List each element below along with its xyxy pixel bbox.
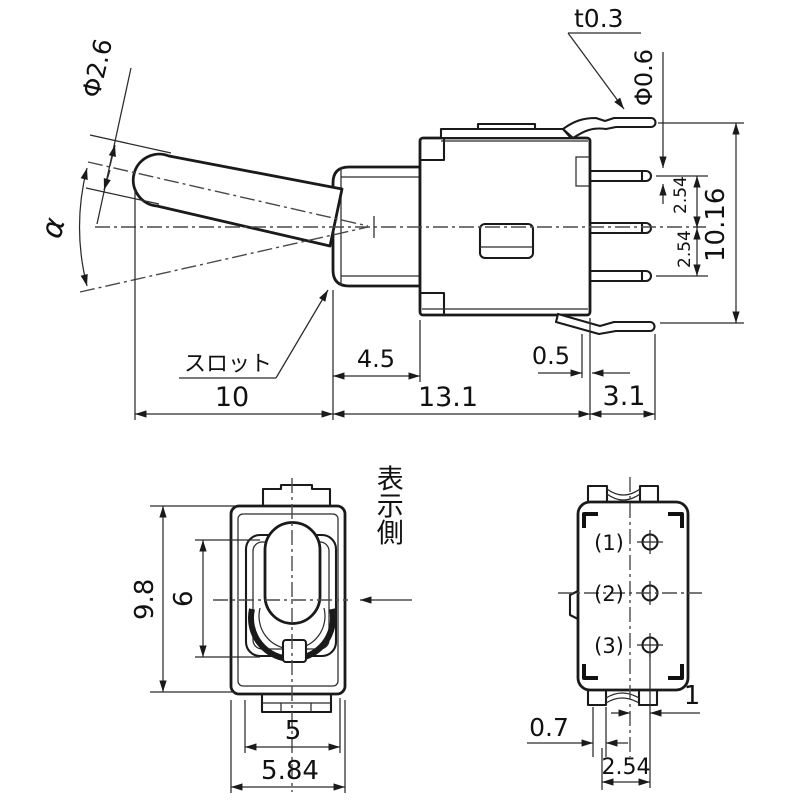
dim-throw-angle: α xyxy=(34,214,73,242)
top-plate xyxy=(439,127,573,140)
dim-lever-diameter: Φ2.6 xyxy=(77,36,119,100)
dim-tab-width: 5 xyxy=(285,716,302,746)
body-top-notch xyxy=(418,136,446,162)
dim-opening-length: 6 xyxy=(169,590,199,607)
bushing-inner-lines xyxy=(341,176,420,277)
bottom-view-dimensions: (1) (2) (3) 1 0.7 2.54 xyxy=(527,531,700,790)
terminal-bent-top xyxy=(561,116,657,140)
side-view: α Φ2.6 t0.3 Φ0.6 10.16 2.54 2.54 スロット xyxy=(34,4,744,420)
dim-setback: 0.5 xyxy=(532,342,570,370)
bottom-view: (1) (2) (3) 1 0.7 2.54 xyxy=(527,477,702,790)
top-view-keyway xyxy=(281,638,308,664)
bottom-view-side-notch xyxy=(568,589,580,621)
bottom-extension-lines xyxy=(134,190,656,420)
terminal-holes xyxy=(637,530,663,657)
terminal-label-3: (3) xyxy=(594,634,624,658)
side-view-centerlines xyxy=(79,161,706,293)
terminal-thickness-leader xyxy=(567,32,625,110)
dim-terminal-thickness: t0.3 xyxy=(574,4,624,33)
body-right-step xyxy=(575,156,590,187)
dim-pitch-upper: 2.54 xyxy=(671,176,691,214)
top-view-lower-tab-lines xyxy=(262,702,331,712)
dim-body-length: 13.1 xyxy=(418,382,478,413)
bottom-view-centerlines xyxy=(558,477,702,757)
body-center-detail xyxy=(478,222,535,260)
side-view-geometry xyxy=(131,116,657,336)
dim-pitch-lower: 2.54 xyxy=(675,230,695,268)
dim-terminal-diameter: Φ0.6 xyxy=(630,49,658,106)
slot-leader xyxy=(275,289,329,379)
top-view: 表示側 9.8 6 5 5.84 xyxy=(130,464,412,793)
bottom-view-top-bridge xyxy=(606,488,641,501)
dim-terminal-span: 10.16 xyxy=(701,188,731,262)
bottom-view-tab-top-left xyxy=(586,484,609,504)
body-bottom-notch xyxy=(418,291,446,317)
dim-body-width: 5.84 xyxy=(261,756,319,786)
bottom-view-extension-lines xyxy=(592,654,651,790)
top-view-upper-tab xyxy=(261,483,332,508)
lever-axis-line xyxy=(87,161,369,227)
lever-diameter-extension-lines xyxy=(85,134,172,205)
dim-terminal-length: 3.1 xyxy=(603,381,646,412)
lever-outline xyxy=(131,152,344,248)
dim-bushing-length: 4.5 xyxy=(357,345,395,373)
terminal-label-2: (2) xyxy=(594,582,624,606)
bottom-view-body xyxy=(576,500,690,692)
slot-label: スロット xyxy=(184,352,272,377)
top-view-bottom-extension-lines xyxy=(230,698,346,793)
lever-diameter-arrow-down xyxy=(103,169,111,191)
terminal-label-1: (1) xyxy=(594,531,624,555)
display-side-label: 表示側 xyxy=(372,464,404,545)
top-view-dimensions: 表示側 9.8 6 5 5.84 xyxy=(130,464,412,793)
top-view-geometry xyxy=(229,483,347,714)
bottom-view-corner-braces xyxy=(582,512,684,680)
side-view-dimensions: α Φ2.6 t0.3 Φ0.6 10.16 2.54 2.54 スロット xyxy=(34,4,744,420)
dim-top-body-length: 9.8 xyxy=(130,579,160,620)
lever-lower-axis-line xyxy=(79,226,369,293)
bottom-view-tab-bottom-left xyxy=(586,688,608,707)
terminal-bent-bottom xyxy=(554,312,656,336)
right-extension-lines xyxy=(656,122,744,324)
angle-arc xyxy=(78,167,88,287)
bottom-view-tab-top-right xyxy=(638,484,660,504)
terminal-pins xyxy=(588,169,652,283)
dim-center-offset: 1 xyxy=(684,681,701,711)
bottom-view-tab-bottom-right xyxy=(637,688,659,707)
top-view-centerlines xyxy=(213,478,348,792)
dim-tab-offset: 0.7 xyxy=(529,713,569,742)
lever-diameter-arrow-up xyxy=(108,144,116,167)
bottom-view-geometry xyxy=(568,484,690,707)
bottom-view-bottom-bridge xyxy=(605,692,640,704)
top-plate-tab xyxy=(476,122,537,131)
top-view-left-extension-lines xyxy=(150,505,260,693)
dim-bottom-pitch: 2.54 xyxy=(602,755,651,780)
top-view-lever xyxy=(263,521,322,625)
dim-lever-length: 10 xyxy=(215,382,249,413)
